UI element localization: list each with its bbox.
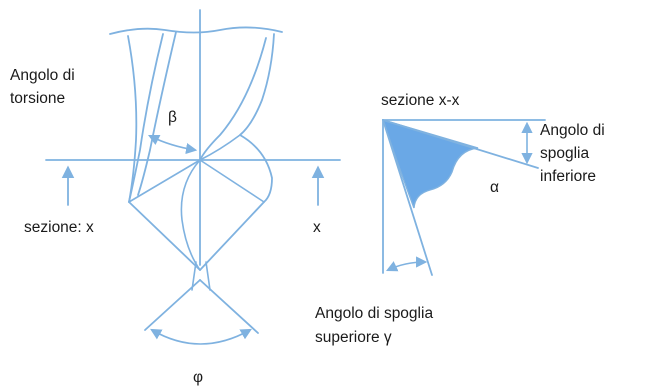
- relief-angle-label-line2: spoglia: [540, 145, 589, 162]
- point-angle-line-left: [144, 279, 201, 331]
- web-curve-right: [199, 134, 241, 161]
- chisel-line-right: [199, 159, 265, 203]
- phi-label: φ: [193, 369, 203, 386]
- rake-angle-label-line1: Angolo di spoglia: [315, 305, 433, 322]
- section-view-title: sezione x-x: [381, 92, 460, 109]
- flute-helix-line-3: [199, 37, 267, 161]
- relief-angle-label-line1: Angolo di: [540, 122, 605, 139]
- web-curve: [180, 159, 201, 271]
- rake-face-line: [382, 119, 433, 276]
- section-left-label: sezione: x: [24, 219, 94, 236]
- drill-top-edge: [109, 26, 283, 35]
- beta-angle-arc: [147, 134, 198, 155]
- chisel-line-left: [128, 159, 201, 203]
- point-angle-line-right: [199, 279, 259, 334]
- section-view: [381, 118, 546, 276]
- phi-angle-arc: [150, 328, 252, 345]
- drill-side-view: [109, 9, 283, 271]
- helix-angle-label-line2: torsione: [10, 90, 65, 107]
- relief-angle-label-line3: inferiore: [540, 168, 596, 185]
- drill-left-body-edge: [127, 35, 138, 203]
- rake-angle-label-line2: superiore γ: [315, 329, 392, 346]
- beta-label: β: [168, 109, 177, 126]
- point-angle-leader-left: [191, 261, 197, 291]
- rake-angle-arrow: [385, 256, 428, 272]
- relief-flank-line: [382, 119, 539, 169]
- helix-angle-label-line1: Angolo di: [10, 67, 75, 84]
- section-right-label: x: [313, 219, 321, 236]
- cutting-lip-right: [199, 201, 265, 271]
- cutting-lip-left: [128, 201, 201, 271]
- drill-right-body-edge: [239, 33, 275, 203]
- alpha-label: α: [490, 179, 499, 196]
- flute-helix-line-1: [128, 33, 164, 203]
- point-angle-leader-right: [205, 261, 211, 291]
